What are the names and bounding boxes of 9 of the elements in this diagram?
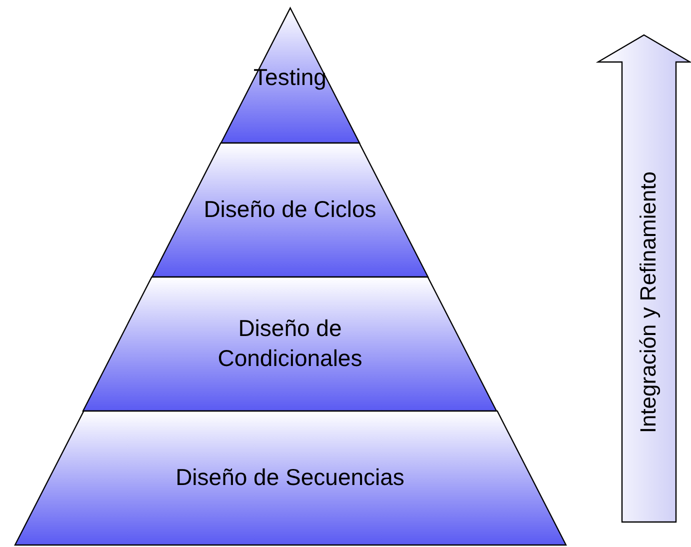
pyramid-level <box>83 277 497 411</box>
level-label: Diseño de Ciclos <box>202 195 378 224</box>
level-label: Diseño de Secuencias <box>174 463 406 492</box>
pyramid-level <box>14 411 566 545</box>
level-label: Testing <box>252 63 328 92</box>
level-label: Diseño de Condicionales <box>216 314 364 373</box>
pyramid-level <box>152 143 428 277</box>
arrow-label: Integración y Refinamiento <box>634 170 662 433</box>
upward-arrow <box>598 35 690 522</box>
